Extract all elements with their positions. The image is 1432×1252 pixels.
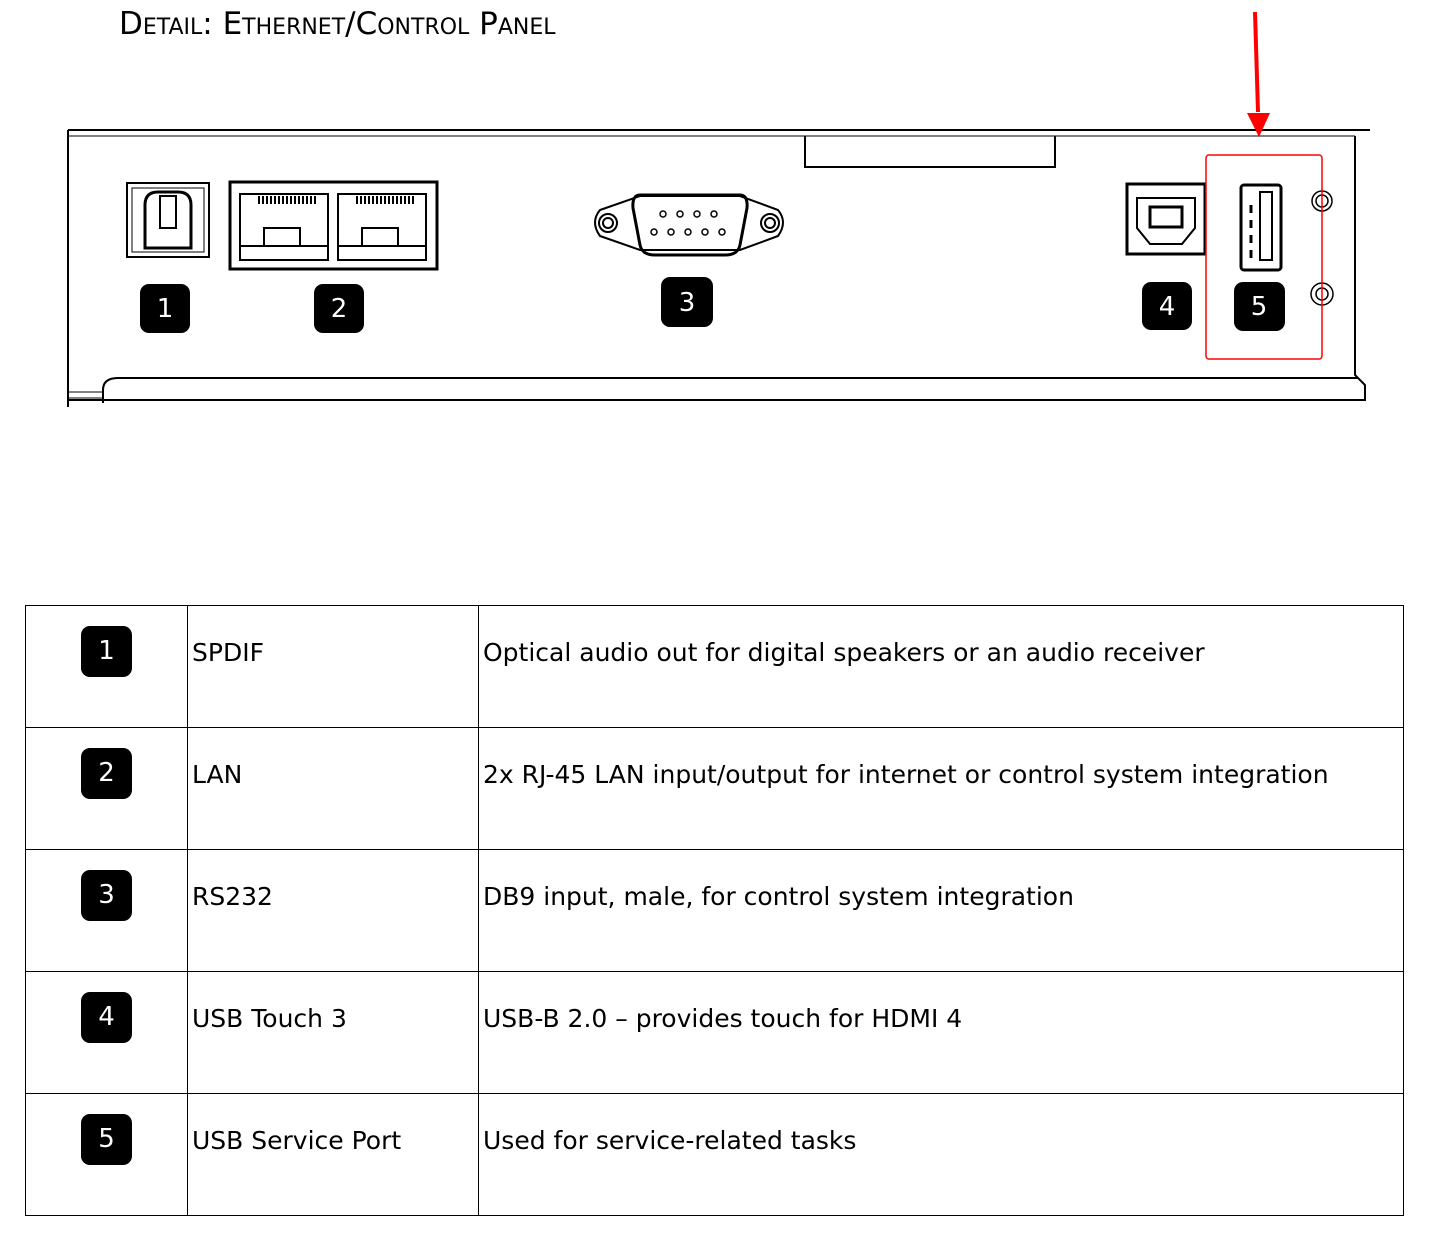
number-badge: 1 [81, 626, 132, 677]
db9-port-icon [594, 193, 784, 257]
highlight-box [1205, 154, 1323, 360]
table-row: 5 USB Service Port Used for service-rela… [25, 1093, 1404, 1216]
badge-1: 1 [140, 284, 190, 333]
table-row: 3 RS232 DB9 input, male, for control sys… [25, 849, 1404, 972]
port-name: USB Touch 3 [192, 1004, 347, 1033]
table-row: 2 LAN 2x RJ-45 LAN input/output for inte… [25, 727, 1404, 850]
number-badge: 3 [81, 870, 132, 921]
svg-text:5: 5 [1251, 292, 1268, 322]
badge-5: 5 [1234, 282, 1285, 331]
table-row: 4 USB Touch 3 USB-B 2.0 – provides touch… [25, 971, 1404, 1094]
control-panel-diagram: 1 2 3 4 5 [67, 12, 1370, 407]
badge-4: 4 [1142, 282, 1192, 330]
svg-text:2: 2 [331, 294, 348, 324]
number-badge: 2 [81, 748, 132, 799]
svg-text:4: 4 [1159, 292, 1176, 322]
port-description: DB9 input, male, for control system inte… [483, 882, 1074, 911]
port-name: SPDIF [192, 638, 264, 667]
port-description: Optical audio out for digital speakers o… [483, 638, 1205, 667]
port-name: USB Service Port [192, 1126, 402, 1155]
table-row: 1 SPDIF Optical audio out for digital sp… [25, 605, 1404, 728]
red-arrow-icon [1247, 12, 1270, 137]
port-name: RS232 [192, 882, 273, 911]
svg-text:3: 3 [679, 288, 696, 318]
port-table: 1 SPDIF Optical audio out for digital sp… [25, 605, 1404, 1216]
badge-2: 2 [314, 284, 364, 333]
port-description: Used for service-related tasks [483, 1126, 857, 1155]
badge-3: 3 [661, 277, 713, 327]
usb-b-port-icon [1125, 182, 1207, 256]
port-description: USB-B 2.0 – provides touch for HDMI 4 [483, 1004, 963, 1033]
number-badge: 4 [81, 992, 132, 1043]
number-badge: 5 [81, 1114, 132, 1165]
svg-text:1: 1 [157, 294, 174, 324]
port-name: LAN [192, 760, 243, 789]
usb-a-port-icon [1239, 183, 1283, 272]
spdif-port-icon [126, 182, 210, 258]
lan-ports-icon [228, 180, 439, 271]
page-title: Detail: Ethernet/Control Panel [119, 6, 556, 42]
port-description: 2x RJ-45 LAN input/output for internet o… [483, 760, 1329, 789]
